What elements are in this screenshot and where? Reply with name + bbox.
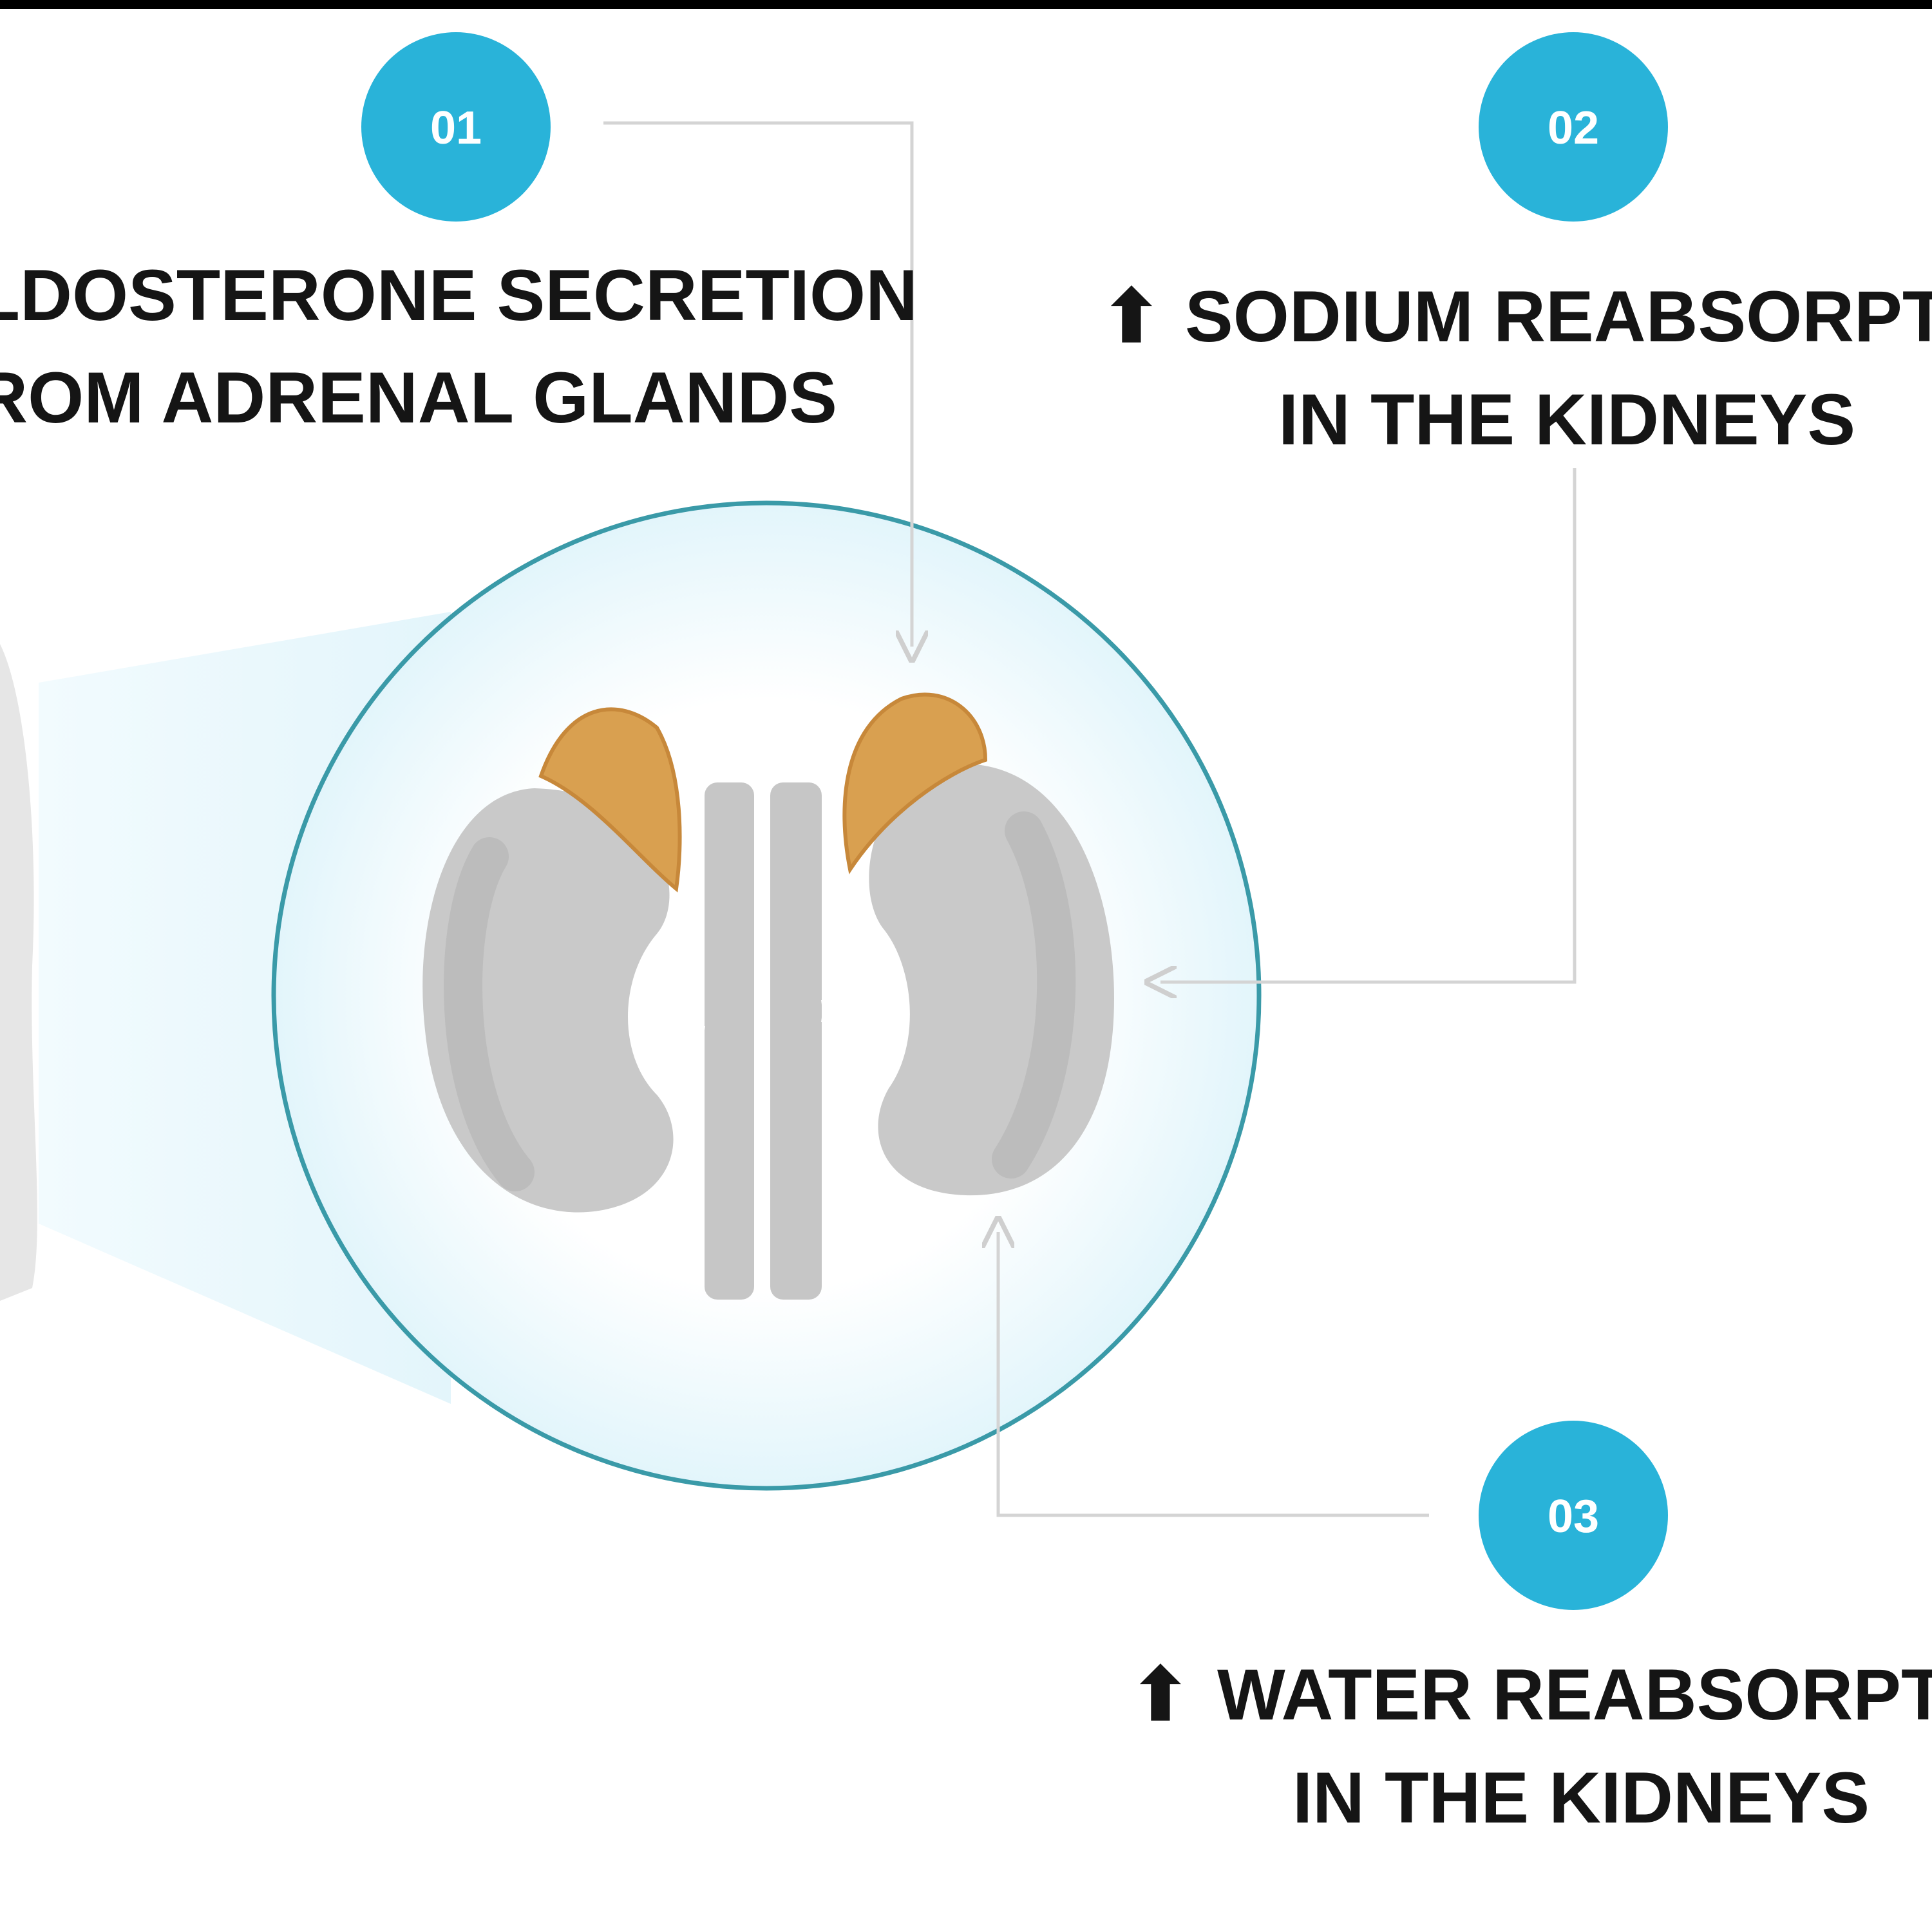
step-01-line2: FROM ADRENAL GLANDS [0,357,837,438]
top-border [0,0,1932,9]
up-arrow-icon: ⬆ [1130,1654,1191,1735]
aorta [770,782,822,1300]
step-badge-03: 03 [1479,1421,1668,1610]
kidneys-illustration [422,692,1114,1300]
connector-02 [1160,468,1577,982]
step-number: 01 [430,102,482,154]
step-badge-02: 02 [1479,32,1668,222]
left-adrenal-gland [538,707,682,893]
step-02-line1: SODIUM REABSORPTION [1185,276,1932,357]
connector-01 [603,121,912,647]
right-adrenal-gland [842,692,988,875]
connector-03 [998,1232,1429,1517]
step-03-line2: IN THE KIDNEYS [1293,1757,1870,1838]
body-silhouette [0,644,37,1301]
step-03-line1: WATER REABSORPTION [1217,1654,1932,1735]
vena-cava [705,782,754,1300]
step-badge-01: 01 [361,32,551,222]
step-02-line2: IN THE KIDNEYS [1278,379,1855,460]
step-number: 02 [1548,102,1599,154]
step-number: 03 [1548,1491,1599,1542]
step-01-line1: ALDOSTERONE SECRETION [0,255,918,336]
up-arrow-icon: ⬆ [1101,276,1162,357]
